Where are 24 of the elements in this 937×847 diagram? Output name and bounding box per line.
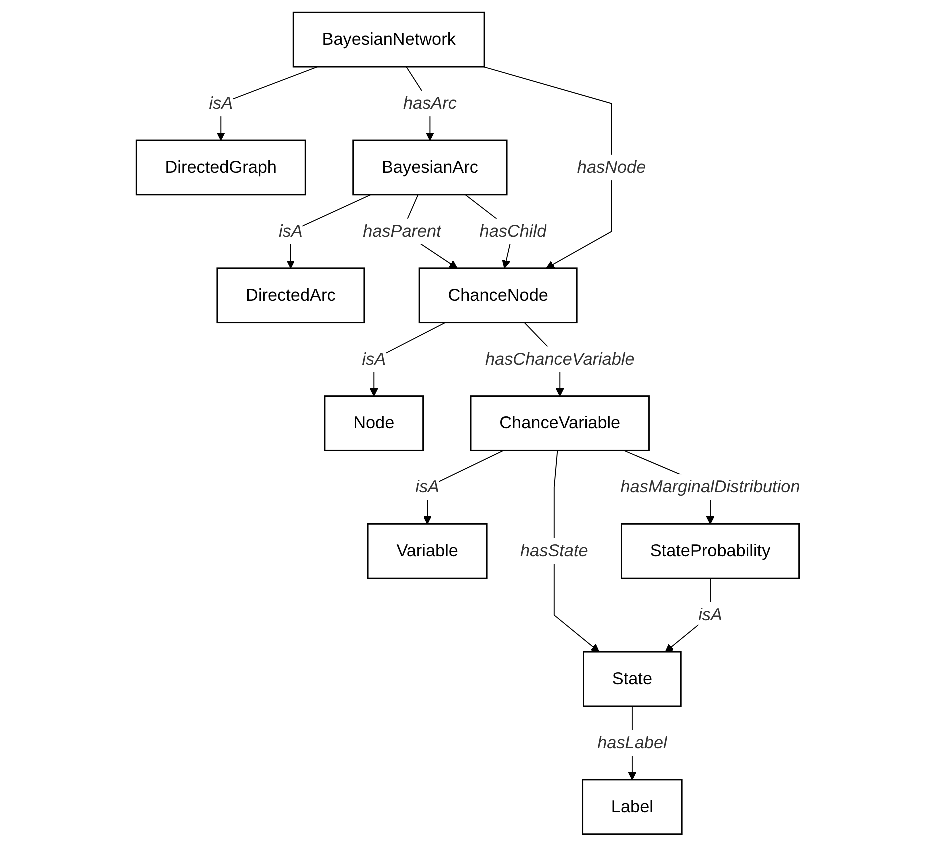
edge-label: isA [416,477,440,496]
edge-label: hasLabel [598,733,668,752]
edge-label: hasNode [577,158,646,177]
edge-label: hasArc [404,94,457,113]
node-box: Node [324,396,424,452]
node-box: ChanceNode [418,268,578,324]
node-box: Label [582,779,683,836]
node-box: BayesianNetwork [292,12,486,68]
edge-label: hasChanceVariable [486,350,635,369]
node-box: ChanceVariable [470,396,650,452]
node-box: BayesianArc [352,140,508,196]
node-box: DirectedGraph [136,140,306,196]
edge-label: isA [362,350,386,369]
edge-label: hasMarginalDistribution [620,477,800,496]
edge-label: hasState [520,541,588,560]
node-box: State [583,651,682,708]
edge-label: isA [698,605,722,624]
arrow [483,66,612,269]
edge-label: isA [279,222,303,241]
node-box: Variable [367,523,488,580]
edge-label: hasChild [480,222,547,241]
node-box: DirectedArc [216,268,366,324]
edge-label: isA [209,94,234,113]
node-box: StateProbability [621,523,800,580]
